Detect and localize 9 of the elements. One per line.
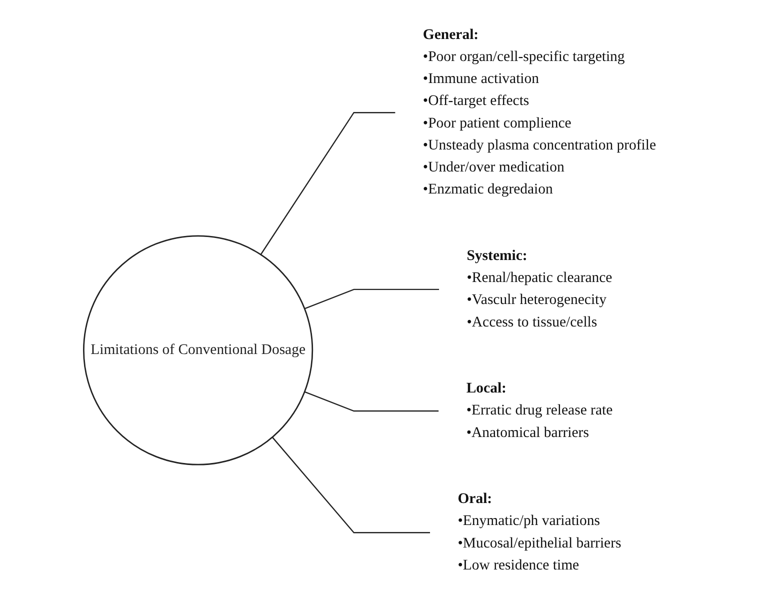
- node-text: Oral: •Enymatic/ph variations •Mucosal/epithelial barriers •Low residence time: [458, 491, 622, 574]
- node-text: Local: •Erratic drug release rate •Anatomical barriers: [466, 380, 613, 440]
- connector: [304, 288, 440, 310]
- node-text: Systemic: •Renal/hepatic clearance •Vasculr heterogenecity •Access to tissue/cells: [467, 248, 613, 330]
- connector: [272, 436, 430, 534]
- node-text: General: •Poor organ/cell-specific targeting •Immune activation •Off-target effects •Poor patient complience •Unsteady plasma concentration profile •Under/over medication •Enzmatic degredaion: [423, 26, 656, 198]
- node-circle: Limitations of Conventional Dosage: [83, 235, 314, 466]
- connector: [304, 391, 439, 412]
- connector: [260, 112, 396, 255]
